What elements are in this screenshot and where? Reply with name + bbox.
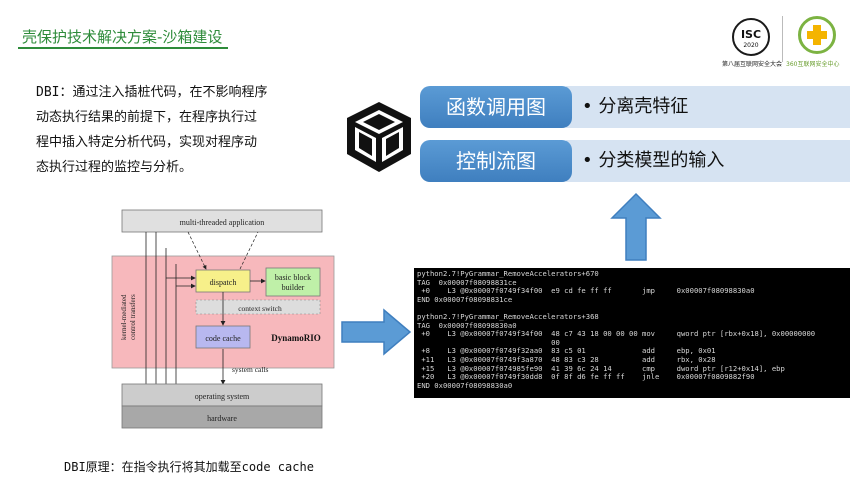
dbi-line: 态执行过程的监控与分析。 [36,160,193,175]
context-switch-label: context switch [238,304,282,313]
basic-block-label-1: basic block [275,273,311,282]
sandbox-cube-icon [347,102,411,172]
disassembly-terminal: python2.7!PyGrammar_RemoveAccelerators+6… [414,268,850,398]
context-switch-bar [195,299,321,315]
page-title: 壳保护技术解决方案-沙箱建设 [22,28,223,46]
q360-plus-icon-vertical [813,25,821,45]
terminal-line: 00 [417,337,560,347]
terminal-line: +15 L3 @0x00007f074985fe90 41 39 6c 24 1… [417,363,785,373]
feature-row-control-flow: 控制流图 • 分类模型的输入 [420,140,850,182]
terminal-line: python2.7!PyGrammar_RemoveAccelerators+6… [417,269,599,278]
engine-label: DynamoRIO [271,333,321,343]
dynamorio-diagram: multi-threaded application kernel-mediat… [111,209,335,429]
os-label: operating system [195,392,250,401]
code-cache-label: code cache [205,334,241,343]
feature-label: 控制流图 [420,140,572,182]
hardware-box [121,405,323,429]
terminal-line: +0 L3 @0x00007f0749f34f00 e9 cd fe ff ff… [417,286,755,296]
logo-divider [782,16,783,62]
isc-logo-caption: 第八届互联网安全大会 [722,61,783,68]
right-arrow-icon [341,308,412,356]
basic-block-box [265,267,321,297]
terminal-line: +11 L3 @0x00007f0749f3a870 48 83 c3 28 a… [417,354,716,364]
dbi-line: 程中插入特定分析代码，实现对程序动 [36,135,258,150]
basic-block-label-2: builder [282,283,305,292]
q360-logo [798,16,836,54]
dbi-line: 动态执行结果的前提下，在程序执行过 [36,110,258,125]
app-label: multi-threaded application [180,218,265,227]
terminal-line: +20 L3 @0x00007f0749f30dd8 0f 8f d6 fe f… [417,372,755,382]
terminal-line: TAG 0x00007f08098830a0 [417,320,517,330]
feature-row-call-graph: 函数调用图 • 分离壳特征 [420,86,850,128]
terminal-line: END 0x00007f08098830a0 [417,380,513,390]
hardware-label: hardware [207,414,237,423]
terminal-line: TAG 0x00007f08098831ce [417,277,517,287]
title-underline [18,47,228,49]
app-box [121,209,323,233]
feature-label: 函数调用图 [420,86,572,128]
terminal-line: python2.7!PyGrammar_RemoveAccelerators+3… [417,311,599,321]
side-label-1: kernel-mediated [120,294,128,340]
dbi-caption: DBI原理：在指令执行将其加载至code cache [64,460,314,474]
terminal-line: +8 L3 @0x00007f0749f32aa0 83 c5 01 add e… [417,346,716,356]
side-label-2: control transfers [129,294,137,340]
terminal-line: +0 L3 @0x00007f0749f34f00 48 c7 43 18 00… [417,329,816,339]
feature-desc: • 分类模型的输入 [566,140,850,182]
dbi-line: DBI：通过注入插桩代码，在不影响程序 [36,85,268,100]
system-calls-label: system calls [232,365,269,374]
dispatch-label: dispatch [210,278,237,287]
isc-logo-year: 2020 [743,42,759,49]
q360-logo-caption: 360互联网安全中心 [786,61,840,68]
terminal-line: END 0x00007f08098831ce [417,294,513,304]
code-cache-box [195,325,251,349]
feature-desc: • 分离壳特征 [566,86,850,128]
isc-logo-mark: ISC [740,28,762,41]
up-arrow-icon [610,192,662,261]
dbi-description: DBI：通过注入插桩代码，在不影响程序 动态执行结果的前提下，在程序执行过 程中… [36,80,336,180]
